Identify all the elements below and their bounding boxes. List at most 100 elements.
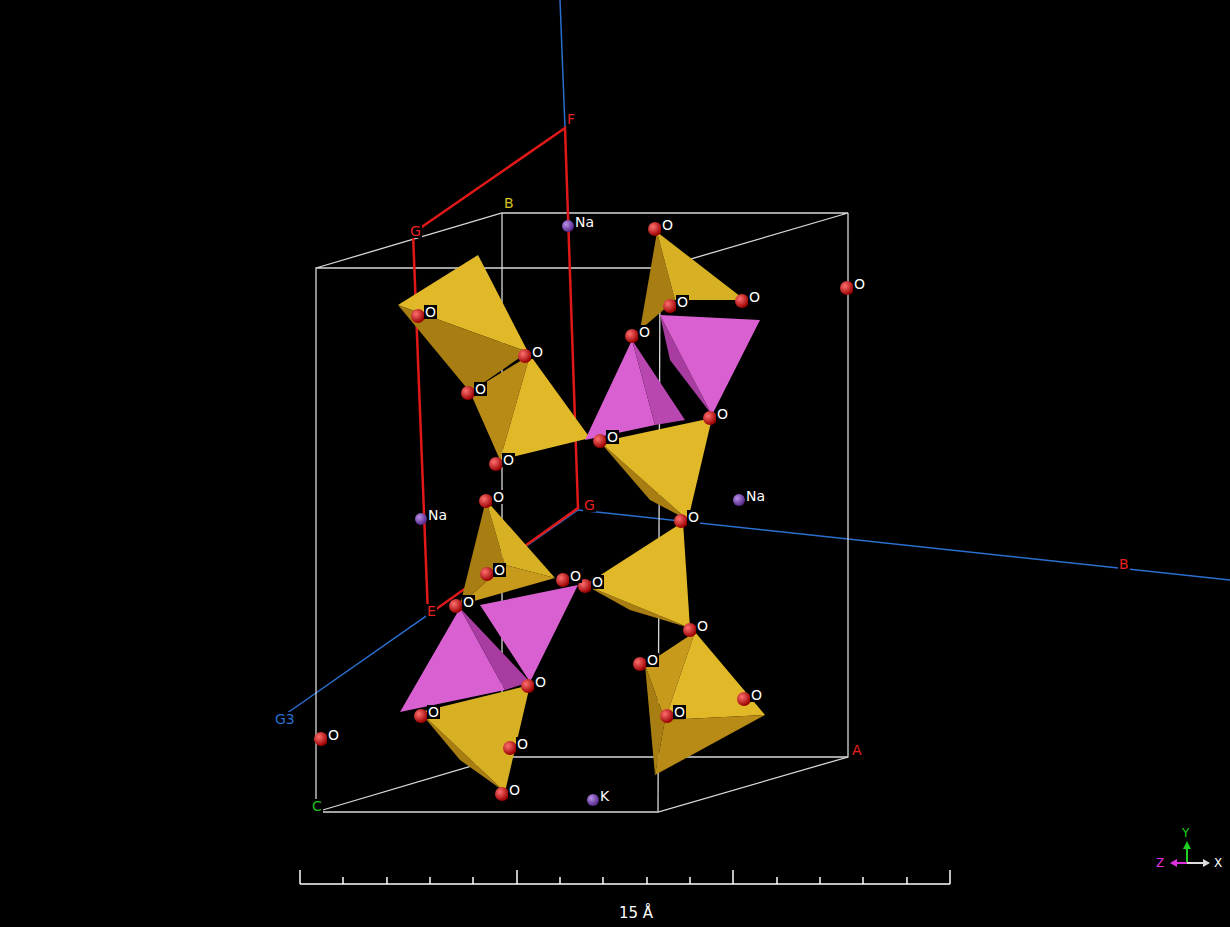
atom-label: O [748, 290, 761, 304]
atom-label: O [462, 595, 475, 609]
atom-label: O [516, 737, 529, 751]
oxygen-sphere [593, 434, 607, 448]
cation-sphere [733, 494, 745, 506]
atom-label: O [646, 653, 659, 667]
oxygen-sphere [840, 281, 854, 295]
illustration-part [632, 340, 685, 425]
atom-label: O [853, 277, 866, 291]
illustration-part [316, 213, 848, 812]
oxygen-sphere [735, 294, 749, 308]
axis-label: F [566, 112, 576, 126]
oxygen-sphere [683, 623, 697, 637]
illustration-part [906, 877, 908, 884]
unit-cell [316, 213, 848, 812]
atoms [314, 220, 854, 806]
atom-label: O [638, 325, 651, 339]
atom-label: O [427, 705, 440, 719]
illustration-part [776, 877, 778, 884]
illustration-part [1183, 841, 1191, 849]
atom-label: O [696, 619, 709, 633]
illustration-part [819, 877, 821, 884]
illustration-part [1187, 862, 1204, 864]
illustration-part [486, 500, 555, 578]
atom-label: O [327, 728, 340, 742]
illustration-part [1203, 859, 1210, 867]
oxygen-sphere [521, 679, 535, 693]
illustration-part [602, 877, 604, 884]
illustration-part [500, 355, 590, 460]
oxygen-sphere [556, 573, 570, 587]
si-tetrahedra [398, 232, 765, 792]
atom-label: O [492, 490, 505, 504]
illustration-part [646, 877, 648, 884]
oxygen-sphere [703, 411, 717, 425]
illustration-part [585, 340, 655, 440]
illustration-part [665, 632, 765, 720]
illustration-part [472, 877, 474, 884]
axis-lines [283, 0, 1230, 716]
atom-label: K [599, 789, 610, 803]
illustration-part [560, 0, 565, 128]
axis-label: E [426, 604, 437, 618]
cation-sphere [587, 794, 599, 806]
illustration-part [600, 418, 712, 520]
scale-label: 15 Å [618, 906, 654, 921]
atom-label: O [591, 575, 604, 589]
k-tetrahedra [400, 315, 760, 712]
illustration-part [1186, 848, 1188, 863]
atom-label: Na [745, 489, 766, 503]
illustration-part [300, 883, 950, 885]
atom-label: O [502, 453, 515, 467]
axis-label: G3 [274, 712, 296, 726]
atom-label: O [474, 382, 487, 396]
atom-label: O [569, 569, 582, 583]
oxygen-sphere [411, 309, 425, 323]
illustration-part [1176, 862, 1187, 864]
oxygen-sphere [737, 692, 751, 706]
atom-label: O [424, 305, 437, 319]
illustration-part [299, 870, 301, 884]
axis-label: Y [1181, 827, 1190, 839]
atom-label: O [676, 295, 689, 309]
atom-label: O [493, 563, 506, 577]
oxygen-sphere [480, 567, 494, 581]
axis-label: A [851, 743, 863, 757]
atom-label: O [687, 510, 700, 524]
oxygen-sphere [479, 494, 493, 508]
scale-bar [300, 870, 950, 884]
oxygen-sphere [625, 329, 639, 343]
atom-label: O [606, 430, 619, 444]
oxygen-sphere [518, 349, 532, 363]
axis-label: G [583, 498, 596, 512]
oxygen-sphere [495, 787, 509, 801]
oxygen-sphere [674, 514, 688, 528]
illustration-part [585, 522, 690, 628]
illustration-part [460, 608, 530, 690]
atom-label: O [750, 688, 763, 702]
atom-label: Na [427, 508, 448, 522]
axis-label: B [1118, 557, 1130, 571]
axis-label: B [503, 196, 515, 210]
illustration-part [559, 877, 561, 884]
illustration-part [949, 870, 951, 884]
illustration-part [689, 877, 691, 884]
oxygen-sphere [660, 709, 674, 723]
oxygen-sphere [414, 709, 428, 723]
illustration-part [386, 877, 388, 884]
illustration-part [862, 877, 864, 884]
atom-label: O [673, 705, 686, 719]
illustration-part [429, 877, 431, 884]
axis-label: X [1213, 857, 1223, 869]
illustration-part [516, 870, 518, 884]
oxygen-sphere [633, 657, 647, 671]
atom-label: O [534, 675, 547, 689]
atom-label: O [716, 407, 729, 421]
atom-label: Na [574, 215, 595, 229]
atom-label: O [508, 783, 521, 797]
oxygen-sphere [663, 299, 677, 313]
oxygen-sphere [449, 599, 463, 613]
axis-label: C [311, 799, 323, 813]
